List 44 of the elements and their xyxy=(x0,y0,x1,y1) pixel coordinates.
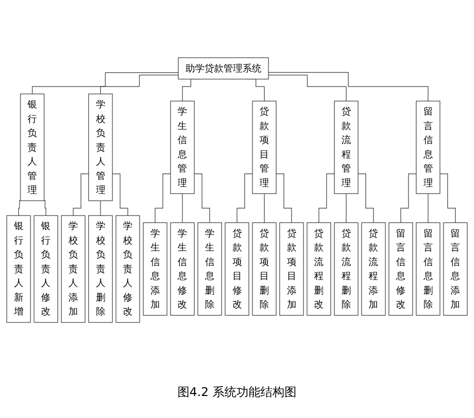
node-box: 留言信息管理 xyxy=(416,100,440,194)
connector xyxy=(18,200,21,216)
connector xyxy=(440,173,456,223)
node-box: 银行负责人新增 xyxy=(6,215,31,323)
node-box: 银行负责人修改 xyxy=(34,215,58,323)
node-box: 贷款项目管理 xyxy=(252,100,276,194)
connector xyxy=(358,173,374,223)
node-box: 学校负责人删除 xyxy=(88,215,113,323)
node-box: 学生信息修改 xyxy=(170,222,195,316)
node-box: 留言信息修改 xyxy=(388,222,413,316)
node-box: 助学贷款管理系统 xyxy=(178,57,269,80)
connector xyxy=(264,193,265,223)
connector xyxy=(268,74,346,102)
node-box: 学校负责人修改 xyxy=(116,215,140,323)
connector xyxy=(194,173,210,223)
node-box: 银行负责人管理 xyxy=(20,94,44,201)
node-box: 学生信息删除 xyxy=(198,222,222,316)
connector xyxy=(318,173,335,223)
figure-caption: 图4.2 系统功能结构图 xyxy=(178,384,296,401)
node-box: 贷款项目添加 xyxy=(279,222,304,316)
node-box: 学生信息添加 xyxy=(142,222,168,316)
node-box: 留言信息删除 xyxy=(416,222,440,316)
connector xyxy=(44,200,46,216)
connector xyxy=(236,173,253,223)
connector xyxy=(100,200,101,216)
connector xyxy=(182,193,183,223)
node-box: 学校负责人添加 xyxy=(61,215,86,323)
node-box: 贷款流程删改 xyxy=(306,222,332,316)
node-box: 学生信息管理 xyxy=(170,100,195,194)
connector xyxy=(112,173,128,216)
node-box: 贷款流程删除 xyxy=(334,222,358,316)
connector xyxy=(268,72,428,102)
connector xyxy=(154,173,171,223)
node-box: 留言信息添加 xyxy=(443,222,468,316)
connector xyxy=(276,173,292,223)
node-box: 贷款项目修改 xyxy=(224,222,250,316)
connector xyxy=(32,72,179,94)
node-box: 学校负责人管理 xyxy=(88,94,113,201)
connector xyxy=(100,74,179,94)
node-box: 贷款流程管理 xyxy=(334,100,358,194)
connector xyxy=(400,173,416,223)
node-box: 贷款流程添加 xyxy=(361,222,386,316)
connector xyxy=(72,173,89,216)
node-box: 贷款项目删除 xyxy=(252,222,276,316)
